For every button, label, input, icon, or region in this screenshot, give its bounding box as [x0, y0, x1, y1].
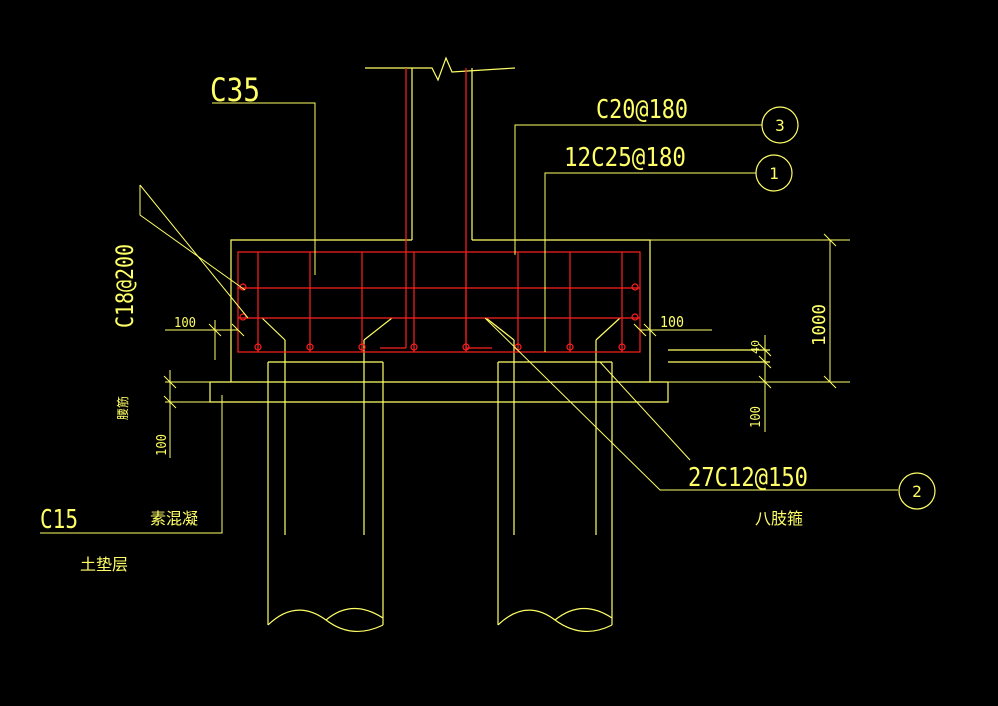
column-break-line — [365, 56, 516, 82]
c35-leader — [212, 102, 316, 275]
dim-pad-text: 100 — [155, 434, 170, 456]
labels: C35 C20@180 12C25@180 27C12@150 八肢箍 C15 … — [40, 71, 922, 574]
callout-1-circle — [755, 154, 793, 192]
dim-left-cover-text: 100 — [174, 316, 196, 331]
dim-height-text: 1000 — [809, 304, 830, 346]
stirrup-outer — [237, 251, 641, 353]
left-hook-2 — [363, 317, 393, 341]
c15-leader — [40, 395, 223, 534]
concrete-outlines — [209, 56, 770, 632]
side-bar-leader-2 — [139, 184, 249, 319]
pad-grade-label: C15 — [40, 505, 78, 535]
left-hook-1 — [261, 317, 286, 341]
callout-3-number: 3 — [775, 116, 785, 135]
bottom-bar-leader — [544, 172, 756, 352]
stirrup-label: 27C12@150 — [688, 463, 808, 493]
callout-1-number: 1 — [769, 164, 779, 183]
side-note-label: 腰筋 — [115, 396, 130, 420]
bottom-bar-label: 12C25@180 — [564, 143, 686, 173]
pad-material-label: 素混凝 — [150, 509, 198, 528]
rebar-dots — [239, 283, 639, 351]
leaders — [40, 102, 898, 534]
right-hook-1 — [485, 317, 515, 341]
top-bar-leader — [514, 124, 762, 255]
stirrup-leader-1 — [484, 317, 898, 491]
stirrup-note-label: 八肢箍 — [755, 509, 803, 528]
stirrup-leader-2 — [599, 361, 691, 461]
callout-3-circle — [761, 106, 799, 144]
dim-embed-text: 40 — [749, 340, 762, 354]
right-hook-2 — [595, 317, 621, 341]
top-bar-label: C20@180 — [596, 95, 688, 125]
stirrup-legs — [257, 252, 623, 352]
side-bar-label: C18@200 — [111, 244, 139, 328]
callout-2-number: 2 — [912, 482, 922, 501]
concrete-grade-label: C35 — [210, 71, 260, 109]
callout-2-circle — [898, 472, 936, 510]
dim-right-cover-text: 100 — [660, 313, 684, 331]
pile-cap-outline — [230, 239, 651, 383]
right-pile — [497, 361, 613, 632]
dim-right-pad-text: 100 — [749, 406, 764, 428]
pad-outline — [209, 382, 669, 403]
callouts — [755, 106, 936, 510]
pad-layer-label: 土垫层 — [80, 555, 128, 574]
side-bar-leader-1 — [139, 185, 246, 291]
rebar-cage — [237, 68, 641, 353]
